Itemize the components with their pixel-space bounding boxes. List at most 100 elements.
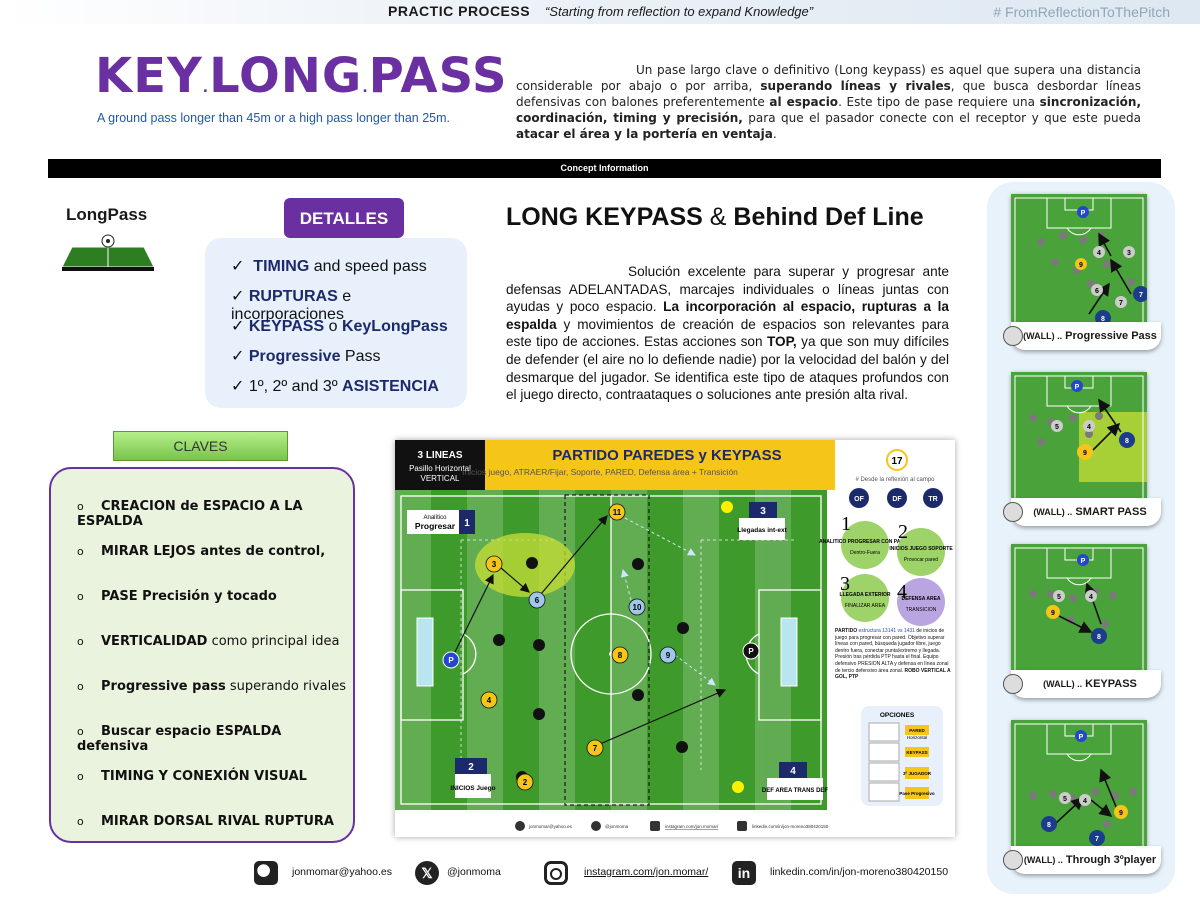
svg-text:instagram.com/jon.momar/: instagram.com/jon.momar/ xyxy=(665,824,719,829)
claves-button[interactable]: CLAVES xyxy=(113,431,288,461)
zone-1-label: Analítico Progresar 1 xyxy=(407,510,475,534)
game-description: PARTIDO estructura 13141 vs 1431 de inic… xyxy=(835,628,951,681)
svg-text:P: P xyxy=(1079,734,1084,741)
player-marker: 8 xyxy=(618,651,623,660)
svg-text:4: 4 xyxy=(790,766,796,777)
details-item: ✓ KEYPASS o KeyLongPass xyxy=(231,318,448,335)
footer-linkedin-link[interactable]: linkedin.com/in/jon-moreno380420150 xyxy=(770,866,949,878)
card-label: (WALL) .. SMART PASS xyxy=(1011,498,1161,526)
svg-text:8: 8 xyxy=(1047,822,1051,829)
badge-tr: TR xyxy=(928,496,937,503)
goalkeeper-marker: P xyxy=(448,656,454,665)
badge-of: OF xyxy=(854,496,864,503)
example-card-through-3rd-player: P 5 4 9 8 7 (WALL) .. Through 3ºplayer xyxy=(1003,720,1161,874)
x-icon[interactable]: 𝕏 xyxy=(415,861,439,885)
main-title: LONG KEYPASS & Behind Def Line xyxy=(506,203,924,231)
details-item: ✓ TIMING and speed pass xyxy=(231,258,427,275)
example-card-keypass: P 5 4 9 8 (WALL) .. KEYPASS xyxy=(1003,544,1161,698)
brand-quote: “Starting from reflection to expand Know… xyxy=(545,4,814,19)
options-title: OPCIONES xyxy=(880,712,915,719)
details-item: ✓ 1º, 2º and 3º ASISTENCIA xyxy=(231,378,439,395)
svg-text:8: 8 xyxy=(1125,438,1129,445)
svg-text:Horizontal: Horizontal xyxy=(907,735,927,740)
svg-text:DEF AREA TRANS DEF: DEF AREA TRANS DEF xyxy=(762,788,829,794)
svg-text:9: 9 xyxy=(1119,810,1123,817)
svg-text:7: 7 xyxy=(1119,300,1123,307)
hashtag: # FromReflectionToThePitch xyxy=(993,4,1170,20)
player-marker: 4 xyxy=(487,696,492,705)
svg-text:2: 2 xyxy=(468,762,474,773)
svg-text:Llegadas int-ext: Llegadas int-ext xyxy=(737,527,787,534)
ball-icon xyxy=(1003,502,1023,522)
svg-text:P: P xyxy=(1075,384,1080,391)
linkedin-icon[interactable]: in xyxy=(732,861,756,885)
svg-text:9: 9 xyxy=(1083,450,1087,457)
zone-2-label: 2 INICIOS Juego xyxy=(450,758,496,798)
svg-text:8: 8 xyxy=(1097,634,1101,641)
svg-text:jonmomar@yahoo.es: jonmomar@yahoo.es xyxy=(528,824,573,829)
keylongpass-logo: KEY.LONG.PASS xyxy=(95,48,508,104)
footer-email-link[interactable]: jonmomar@yahoo.es xyxy=(292,866,392,878)
player-marker: 2 xyxy=(523,778,528,787)
footer-instagram-link[interactable]: instagram.com/jon.momar/ xyxy=(584,866,709,878)
player-marker: 6 xyxy=(535,596,540,605)
svg-text:1: 1 xyxy=(464,518,470,529)
svg-text:9: 9 xyxy=(1079,262,1083,269)
svg-text:7: 7 xyxy=(1139,292,1143,299)
player-marker: 7 xyxy=(593,744,598,753)
svg-text:Provocar pared: Provocar pared xyxy=(904,557,938,563)
svg-text:3: 3 xyxy=(840,573,850,595)
lines-title: 3 LINEAS xyxy=(417,450,462,461)
svg-text:PARED: PARED xyxy=(909,728,925,733)
brand-name: PRACTIC PROCESS xyxy=(388,3,531,19)
svg-text:Dentro-Fuera: Dentro-Fuera xyxy=(850,550,880,556)
ball-icon xyxy=(254,861,278,885)
details-item: ✓ Progressive Pass xyxy=(231,348,381,365)
svg-text:1: 1 xyxy=(841,513,851,535)
card-label: (WALL) .. Through 3ºplayer xyxy=(1011,846,1161,874)
player-marker: 3 xyxy=(492,560,497,569)
lines-sub: Pasillo Horizontal xyxy=(409,464,471,473)
zone-3-label: 3 Llegadas int-ext xyxy=(737,502,788,540)
svg-text:5: 5 xyxy=(1057,594,1061,601)
player-marker: 11 xyxy=(613,508,622,517)
svg-text:DEFENSA AREA: DEFENSA AREA xyxy=(901,596,940,602)
top-banner: PRACTIC PROCESS “Starting from reflectio… xyxy=(0,0,1200,24)
svg-text:linkedin.com/in/jon-moreno3804: linkedin.com/in/jon-moreno380420150 xyxy=(752,824,829,829)
card-label: (WALL) .. Progressive Pass xyxy=(1011,322,1161,350)
svg-text:9: 9 xyxy=(1051,610,1055,617)
main-body-text: Solución excelente para superar y progre… xyxy=(506,264,949,403)
svg-text:5: 5 xyxy=(1055,424,1059,431)
svg-text:INICIOS JUEGO SOPORTE: INICIOS JUEGO SOPORTE xyxy=(889,546,953,552)
card-label: (WALL) .. KEYPASS xyxy=(1011,670,1161,698)
svg-text:Progresar: Progresar xyxy=(415,521,456,531)
lines-sub2: VERTICAL xyxy=(421,474,461,483)
ball-icon xyxy=(1003,326,1023,346)
svg-text:3º JUGADOR: 3º JUGADOR xyxy=(903,771,932,776)
svg-text:P: P xyxy=(1081,210,1086,217)
svg-text:3: 3 xyxy=(760,506,766,517)
svg-text:4: 4 xyxy=(897,581,907,603)
game-diagram: 3 LINEAS Pasillo Horizontal VERTICAL PAR… xyxy=(395,440,955,837)
svg-text:6: 6 xyxy=(1095,288,1099,295)
svg-text:Pase Progresivo: Pase Progresivo xyxy=(899,791,935,796)
right-examples-column: P 9 4 3 6 7 7 8 (WALL) .. Progressive Pa… xyxy=(987,182,1175,894)
instagram-icon[interactable] xyxy=(544,861,568,885)
footer-x-link[interactable]: @jonmoma xyxy=(447,866,501,878)
svg-text:@jonmoma: @jonmoma xyxy=(605,824,629,829)
svg-text:LLEGADA EXTERIOR: LLEGADA EXTERIOR xyxy=(840,592,891,598)
svg-text:FINALIZAR AREA: FINALIZAR AREA xyxy=(845,603,886,609)
svg-text:3: 3 xyxy=(1127,250,1131,257)
svg-text:5: 5 xyxy=(1063,796,1067,803)
svg-text:8: 8 xyxy=(1101,316,1105,322)
svg-text:P: P xyxy=(1081,558,1086,565)
details-button[interactable]: DETALLES xyxy=(284,198,404,238)
player-marker: 10 xyxy=(633,603,642,612)
svg-text:KEYPASS: KEYPASS xyxy=(906,750,927,755)
game-title: PARTIDO PAREDES y KEYPASS xyxy=(552,447,781,464)
